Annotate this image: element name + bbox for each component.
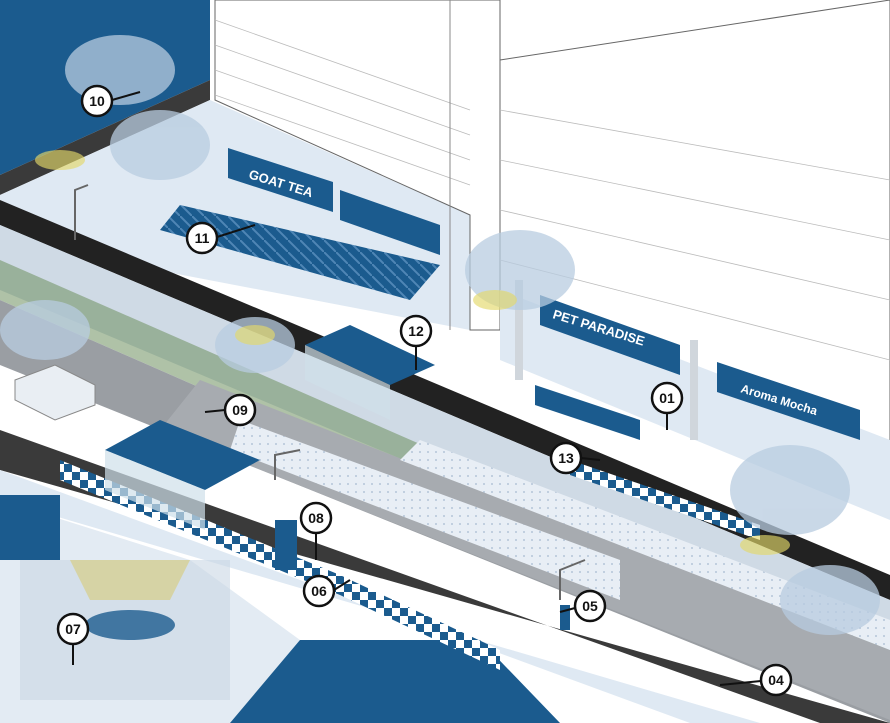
callout-12: 12 xyxy=(399,314,433,370)
callout-07-label: 07 xyxy=(65,621,81,637)
park-corner-block xyxy=(0,495,60,560)
info-post xyxy=(560,605,570,630)
callout-01-label: 01 xyxy=(659,390,675,406)
callout-06: 06 xyxy=(302,574,351,608)
callout-05: 05 xyxy=(559,589,607,623)
column xyxy=(690,340,698,440)
callout-05-label: 05 xyxy=(582,598,598,614)
callout-13-label: 13 xyxy=(558,450,574,466)
right-building-floors xyxy=(499,109,890,361)
callout-12-label: 12 xyxy=(408,323,424,339)
kiosk xyxy=(275,520,297,570)
side-sign xyxy=(340,190,440,255)
callout-07: 07 xyxy=(56,612,90,665)
callout-10-label: 10 xyxy=(89,93,105,109)
awning xyxy=(160,205,440,300)
bottom-blue-block xyxy=(230,640,560,723)
car xyxy=(14,364,96,421)
callout-09: 09 xyxy=(204,393,257,427)
callout-06-label: 06 xyxy=(311,583,327,599)
street-lamps xyxy=(74,184,586,600)
callout-01: 01 xyxy=(650,381,684,430)
tree-highlights xyxy=(35,150,790,555)
callout-11: 11 xyxy=(185,221,256,255)
left-building-floors xyxy=(214,19,471,186)
callout-04-label: 04 xyxy=(768,672,784,688)
column xyxy=(515,280,523,380)
shop-window xyxy=(535,385,640,440)
callout-08-label: 08 xyxy=(308,510,324,526)
callout-10: 10 xyxy=(80,84,141,118)
left-building xyxy=(214,0,501,331)
bus-shelter-lower xyxy=(105,420,260,530)
callout-08: 08 xyxy=(299,501,333,560)
park-canopy xyxy=(70,560,190,600)
callout-11-label: 11 xyxy=(195,230,210,246)
park-bench-circle xyxy=(85,610,175,640)
callout-04: 04 xyxy=(719,663,793,697)
pedestrian-crossing-pattern xyxy=(400,440,890,650)
callout-13: 13 xyxy=(549,441,601,475)
bus-platform xyxy=(230,420,620,600)
callout-09-label: 09 xyxy=(232,402,248,418)
bus-shelter-upper xyxy=(305,325,435,420)
crosswalk-upper xyxy=(570,460,760,540)
